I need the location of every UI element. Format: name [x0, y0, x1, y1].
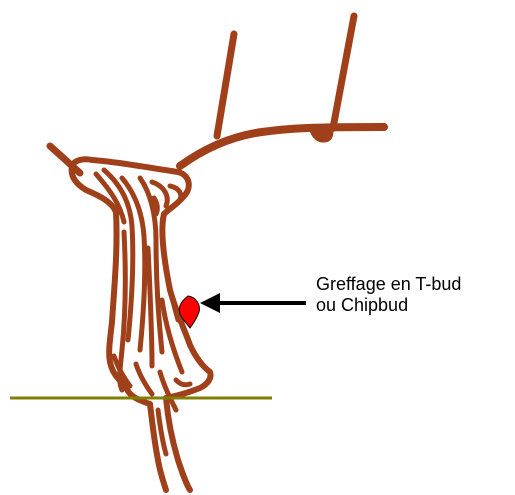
- vine-shoots: [217, 16, 354, 138]
- arrow-left-icon: [200, 293, 306, 313]
- vine-cordon: [180, 127, 384, 166]
- graft-annotation-label: Greffage en T-bud ou Chipbud: [316, 274, 461, 316]
- annotation-line-1: Greffage en T-bud: [316, 274, 461, 295]
- annotation-line-2: ou Chipbud: [316, 295, 461, 316]
